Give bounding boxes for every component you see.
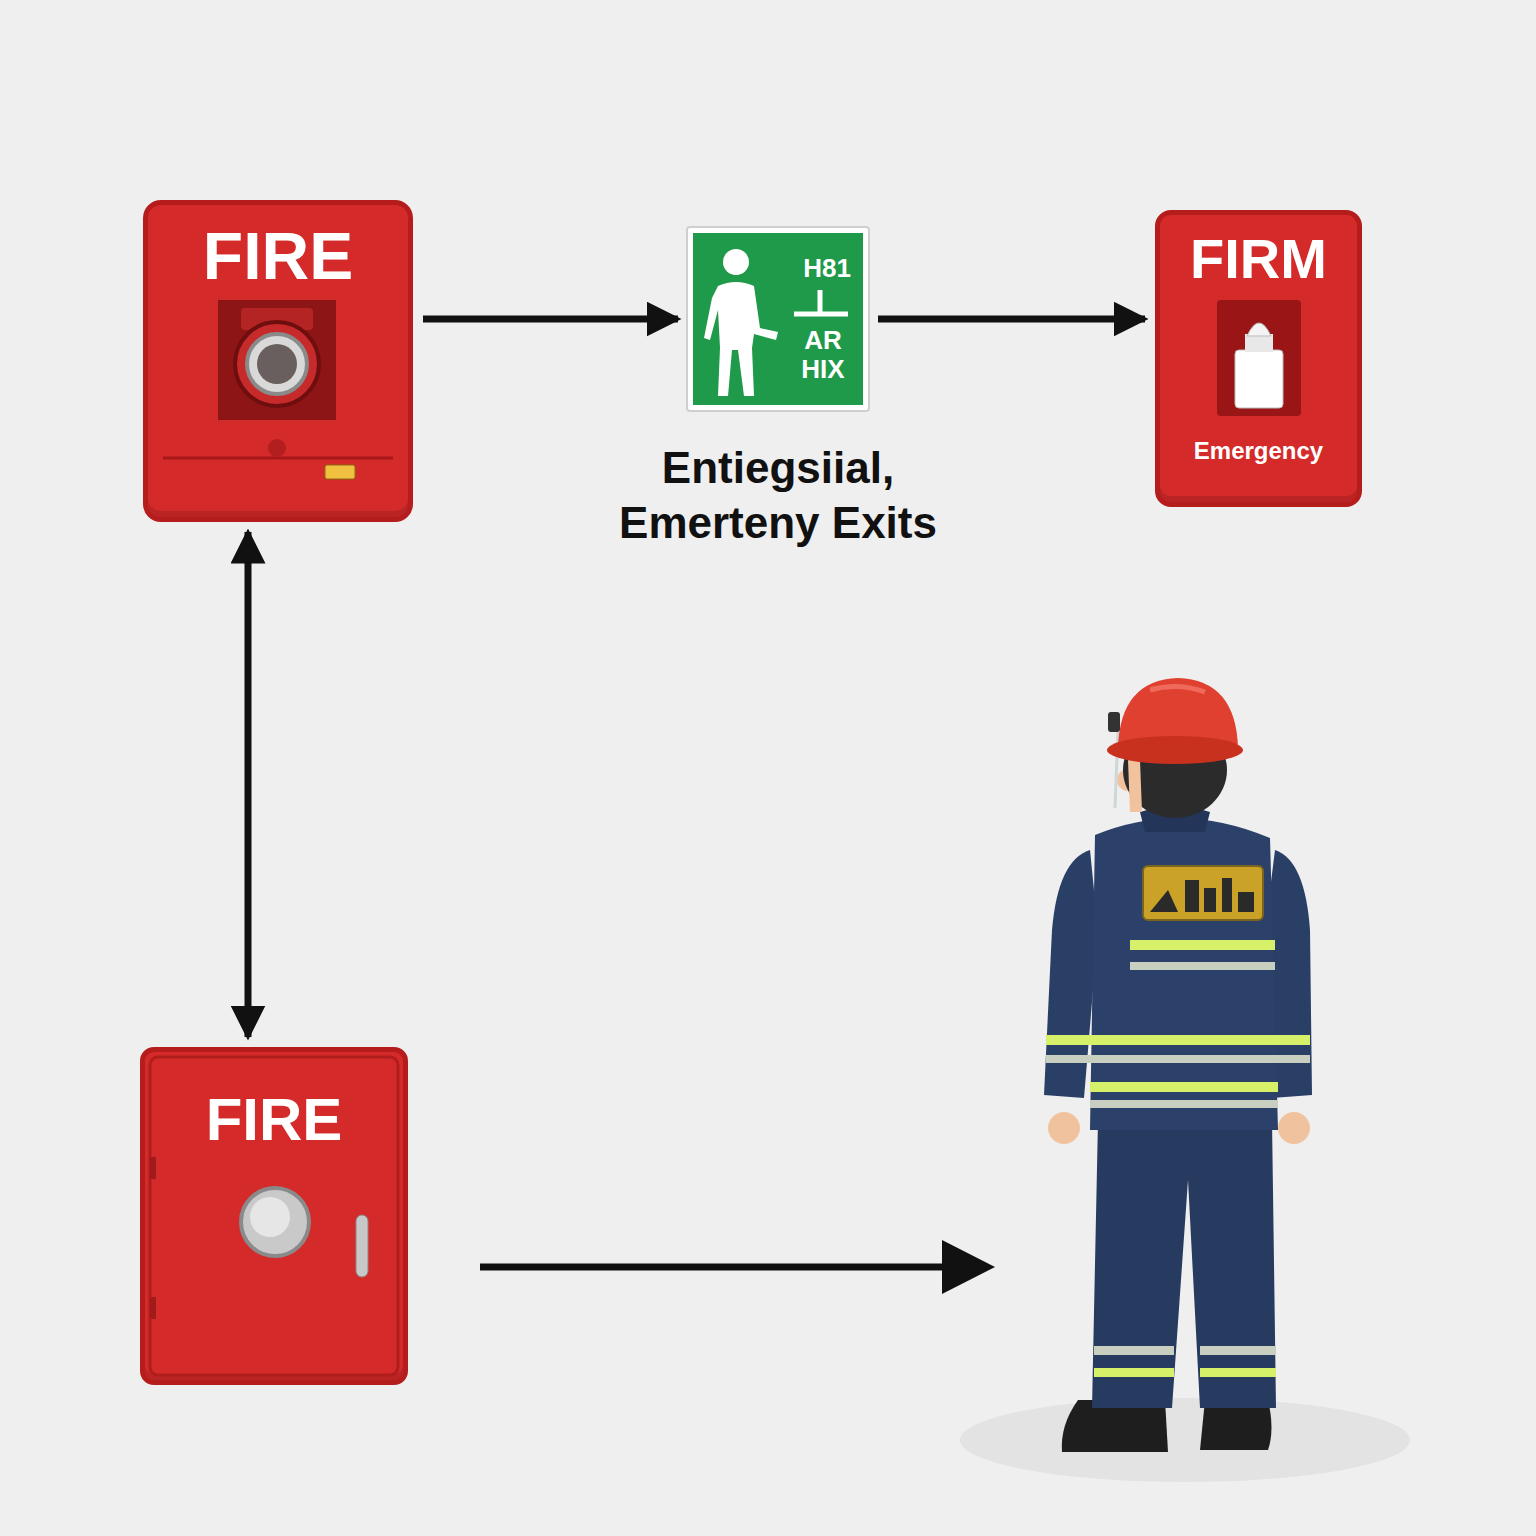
illustration-part bbox=[1046, 1035, 1310, 1045]
illustration-part bbox=[1222, 878, 1232, 912]
illustration-part bbox=[1046, 1055, 1310, 1063]
icon-group bbox=[163, 300, 393, 479]
illustration-part bbox=[1217, 300, 1301, 416]
illustration-part bbox=[704, 282, 778, 396]
illustration-part bbox=[1090, 1100, 1278, 1108]
fire-alarm-box: FIRE bbox=[143, 200, 413, 522]
illustration-part bbox=[1094, 1346, 1174, 1355]
exit-sign: H81 AR HIX bbox=[688, 228, 868, 410]
illustration-part bbox=[1245, 334, 1273, 352]
illustration-part bbox=[480, 1264, 950, 1271]
illustration-part bbox=[150, 1297, 156, 1319]
flow-arrow bbox=[245, 532, 252, 1037]
illustration-part bbox=[1094, 1368, 1174, 1377]
illustration-part bbox=[1238, 892, 1254, 912]
box-heading: FIRE bbox=[145, 1087, 403, 1153]
illustration-part bbox=[723, 249, 749, 275]
illustration-part bbox=[218, 300, 336, 420]
illustration-part bbox=[1204, 888, 1216, 912]
box-heading: FIRM bbox=[1160, 228, 1357, 290]
caption-label: Entiegsiial, Emerteny Exits bbox=[558, 440, 998, 550]
illustration-part bbox=[247, 334, 307, 394]
illustration-part bbox=[1092, 1120, 1276, 1408]
illustration-part bbox=[1278, 1112, 1310, 1144]
illustration-part bbox=[1090, 818, 1278, 1130]
illustration-part bbox=[163, 457, 393, 460]
illustration-part bbox=[1150, 890, 1178, 912]
illustration-part bbox=[1108, 712, 1120, 732]
illustration-part bbox=[1115, 730, 1118, 808]
illustration-part bbox=[942, 1240, 995, 1294]
illustration-part bbox=[1185, 880, 1199, 912]
illustration-part bbox=[1130, 940, 1275, 950]
illustration-part bbox=[161, 458, 395, 459]
illustration-part bbox=[960, 1398, 1410, 1482]
illustration-part bbox=[1200, 1368, 1276, 1377]
icon-group bbox=[1217, 300, 1301, 416]
illustration-part bbox=[1235, 350, 1283, 408]
firefighter-figure bbox=[960, 678, 1410, 1482]
illustration-part bbox=[235, 322, 319, 406]
illustration-part bbox=[1130, 962, 1275, 970]
illustration-part bbox=[268, 439, 286, 457]
box-heading: H81 bbox=[792, 254, 862, 283]
illustration-part bbox=[325, 465, 355, 479]
plain-arrow bbox=[480, 1240, 995, 1294]
emergency-alarm-box: FIRM Emergency bbox=[1155, 210, 1362, 507]
illustration-part bbox=[794, 312, 848, 317]
illustration-part bbox=[1128, 760, 1142, 812]
illustration-part bbox=[150, 1157, 156, 1179]
illustration-part bbox=[1143, 866, 1263, 920]
illustration-part bbox=[356, 1215, 368, 1277]
illustration-part bbox=[1090, 1082, 1278, 1092]
illustration-part bbox=[1150, 686, 1205, 692]
box-heading: FIRE bbox=[148, 220, 408, 293]
fire-cabinet: FIRE bbox=[140, 1047, 408, 1385]
illustration-part bbox=[818, 290, 823, 312]
illustration-part bbox=[241, 1188, 309, 1256]
box-text: Emergency bbox=[1160, 438, 1357, 464]
illustration-part bbox=[1048, 1112, 1080, 1144]
flow-arrow bbox=[878, 316, 1145, 323]
flow-arrow bbox=[423, 316, 678, 323]
illustration-part bbox=[1200, 1346, 1276, 1355]
illustration-part bbox=[1247, 323, 1271, 336]
illustration-part bbox=[1107, 736, 1243, 764]
illustration-part bbox=[250, 1197, 290, 1237]
box-text: AR HIX bbox=[792, 326, 854, 383]
illustration-part bbox=[257, 344, 297, 384]
